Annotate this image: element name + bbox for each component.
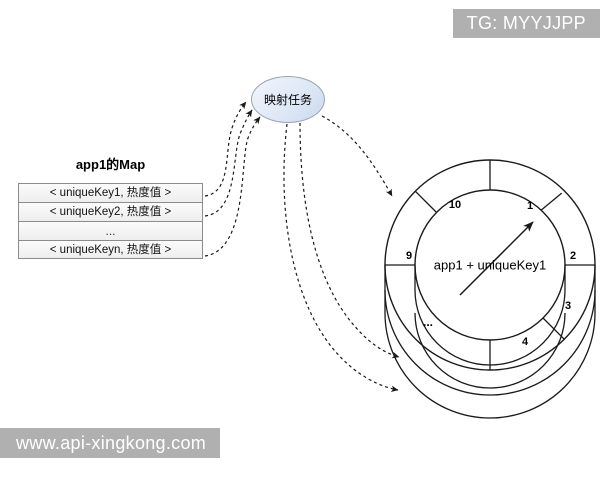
watermark-bottom-left: www.api-xingkong.com: [0, 428, 221, 458]
map-row: ...: [18, 221, 203, 240]
ring-sector-label: 1: [527, 200, 533, 212]
watermark-top-right: TG: MYYJJPP: [452, 9, 600, 38]
map-table: < uniqueKey1, 热度值 > < uniqueKey2, 热度值 > …: [18, 183, 203, 259]
map-row: < uniqueKeyn, 热度值 >: [18, 240, 203, 259]
ring-sector-label: 2: [570, 250, 576, 262]
map-row: < uniqueKey2, 热度值 >: [18, 202, 203, 221]
ring-sector-label: 10: [449, 199, 461, 211]
map-title: app1的Map: [75, 157, 146, 172]
ring-center-label: app1 + uniqueKey1: [434, 257, 546, 272]
mapping-task-label: 映射任务: [263, 93, 312, 107]
mapping-task-node: 映射任务: [251, 76, 325, 123]
task-to-ring-connectors: [283, 115, 400, 392]
ring-sector-dividers: [385, 160, 595, 370]
ring-ellipsis-label: ...: [423, 315, 433, 329]
map-row: < uniqueKey1, 热度值 >: [18, 183, 203, 202]
ring-sector-label: 9: [406, 250, 412, 262]
ring-pointer-arrow: [459, 221, 534, 296]
map-to-task-connectors: [204, 101, 261, 257]
ring-sector-label: 3: [565, 300, 571, 312]
ring-sector-label: 4: [522, 336, 529, 348]
hash-ring: 1 2 3 4 9 10 ... app1 + uniqueKey1: [384, 159, 596, 371]
